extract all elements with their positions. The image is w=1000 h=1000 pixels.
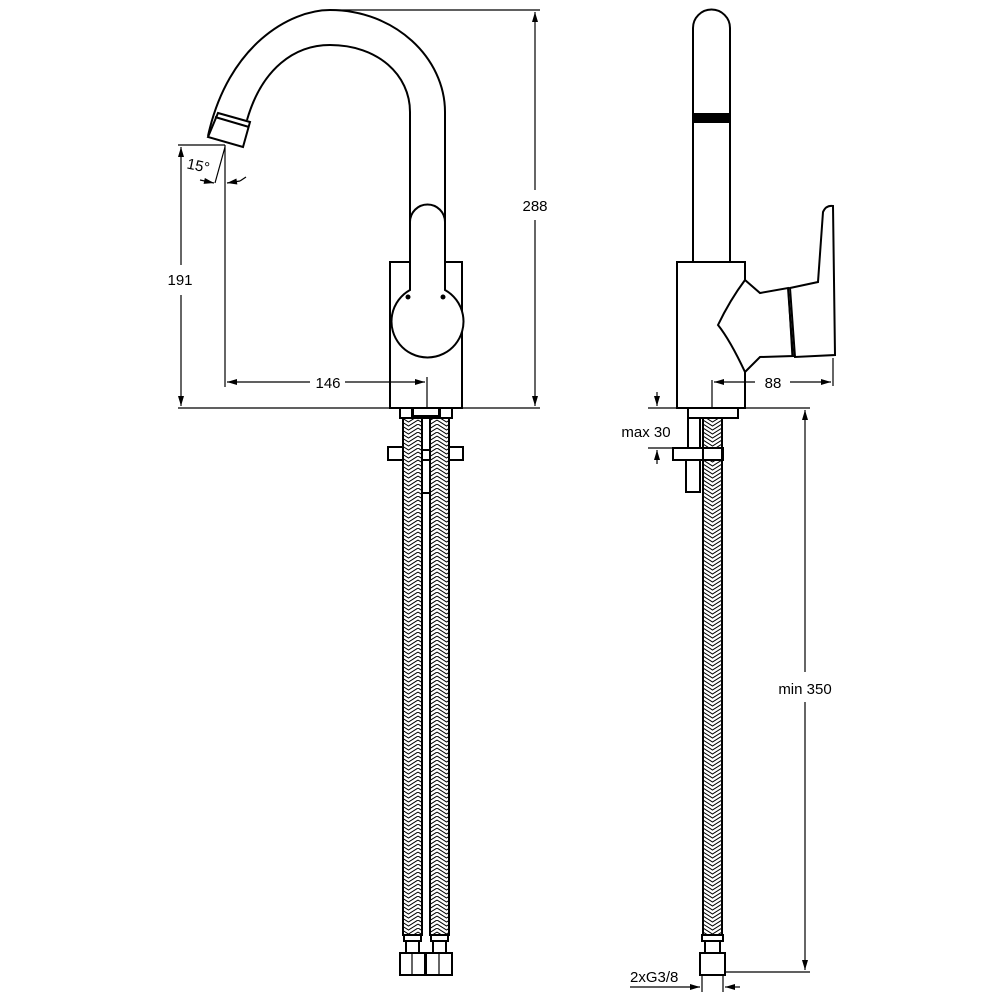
handle-lever bbox=[390, 203, 465, 359]
dimension-88: 88 bbox=[711, 358, 834, 408]
dim-label-15-degree: 15° bbox=[185, 156, 211, 177]
dimension-min-350: min 350 bbox=[725, 407, 832, 973]
supply-hose-left bbox=[402, 417, 423, 936]
handle-connector bbox=[716, 278, 795, 374]
handle-lever-side bbox=[788, 204, 837, 359]
dim-label-288: 288 bbox=[522, 198, 547, 215]
front-view: 288 191 146 15° bbox=[167, 8, 548, 976]
spout-side bbox=[692, 8, 731, 262]
aerator-nozzle bbox=[206, 111, 252, 149]
dimension-15-degree: 15° bbox=[185, 146, 247, 185]
dim-label-88: 88 bbox=[765, 375, 782, 392]
mounting-bracket bbox=[387, 446, 404, 461]
supply-hose-side bbox=[702, 417, 723, 936]
hose-fittings bbox=[399, 934, 453, 976]
dimension-max-30: max 30 bbox=[621, 392, 688, 464]
dim-label-thread: 2xG3/8 bbox=[630, 969, 678, 986]
dimension-288: 288 bbox=[330, 9, 548, 409]
threaded-rod-side bbox=[687, 417, 701, 451]
side-view: 88 max 30 min 350 2xG3/8 bbox=[621, 8, 837, 992]
supply-hose-right bbox=[429, 417, 450, 936]
dimension-146: 146 bbox=[224, 145, 428, 408]
aerator-band bbox=[693, 113, 730, 123]
dimension-thread: 2xG3/8 bbox=[630, 969, 740, 992]
hose-fitting-side bbox=[699, 934, 726, 976]
dimension-191: 191 bbox=[167, 144, 390, 409]
dim-label-146: 146 bbox=[315, 375, 340, 392]
dim-label-191: 191 bbox=[167, 272, 192, 289]
dim-label-min-350: min 350 bbox=[778, 681, 831, 698]
dim-label-max-30: max 30 bbox=[621, 424, 670, 441]
